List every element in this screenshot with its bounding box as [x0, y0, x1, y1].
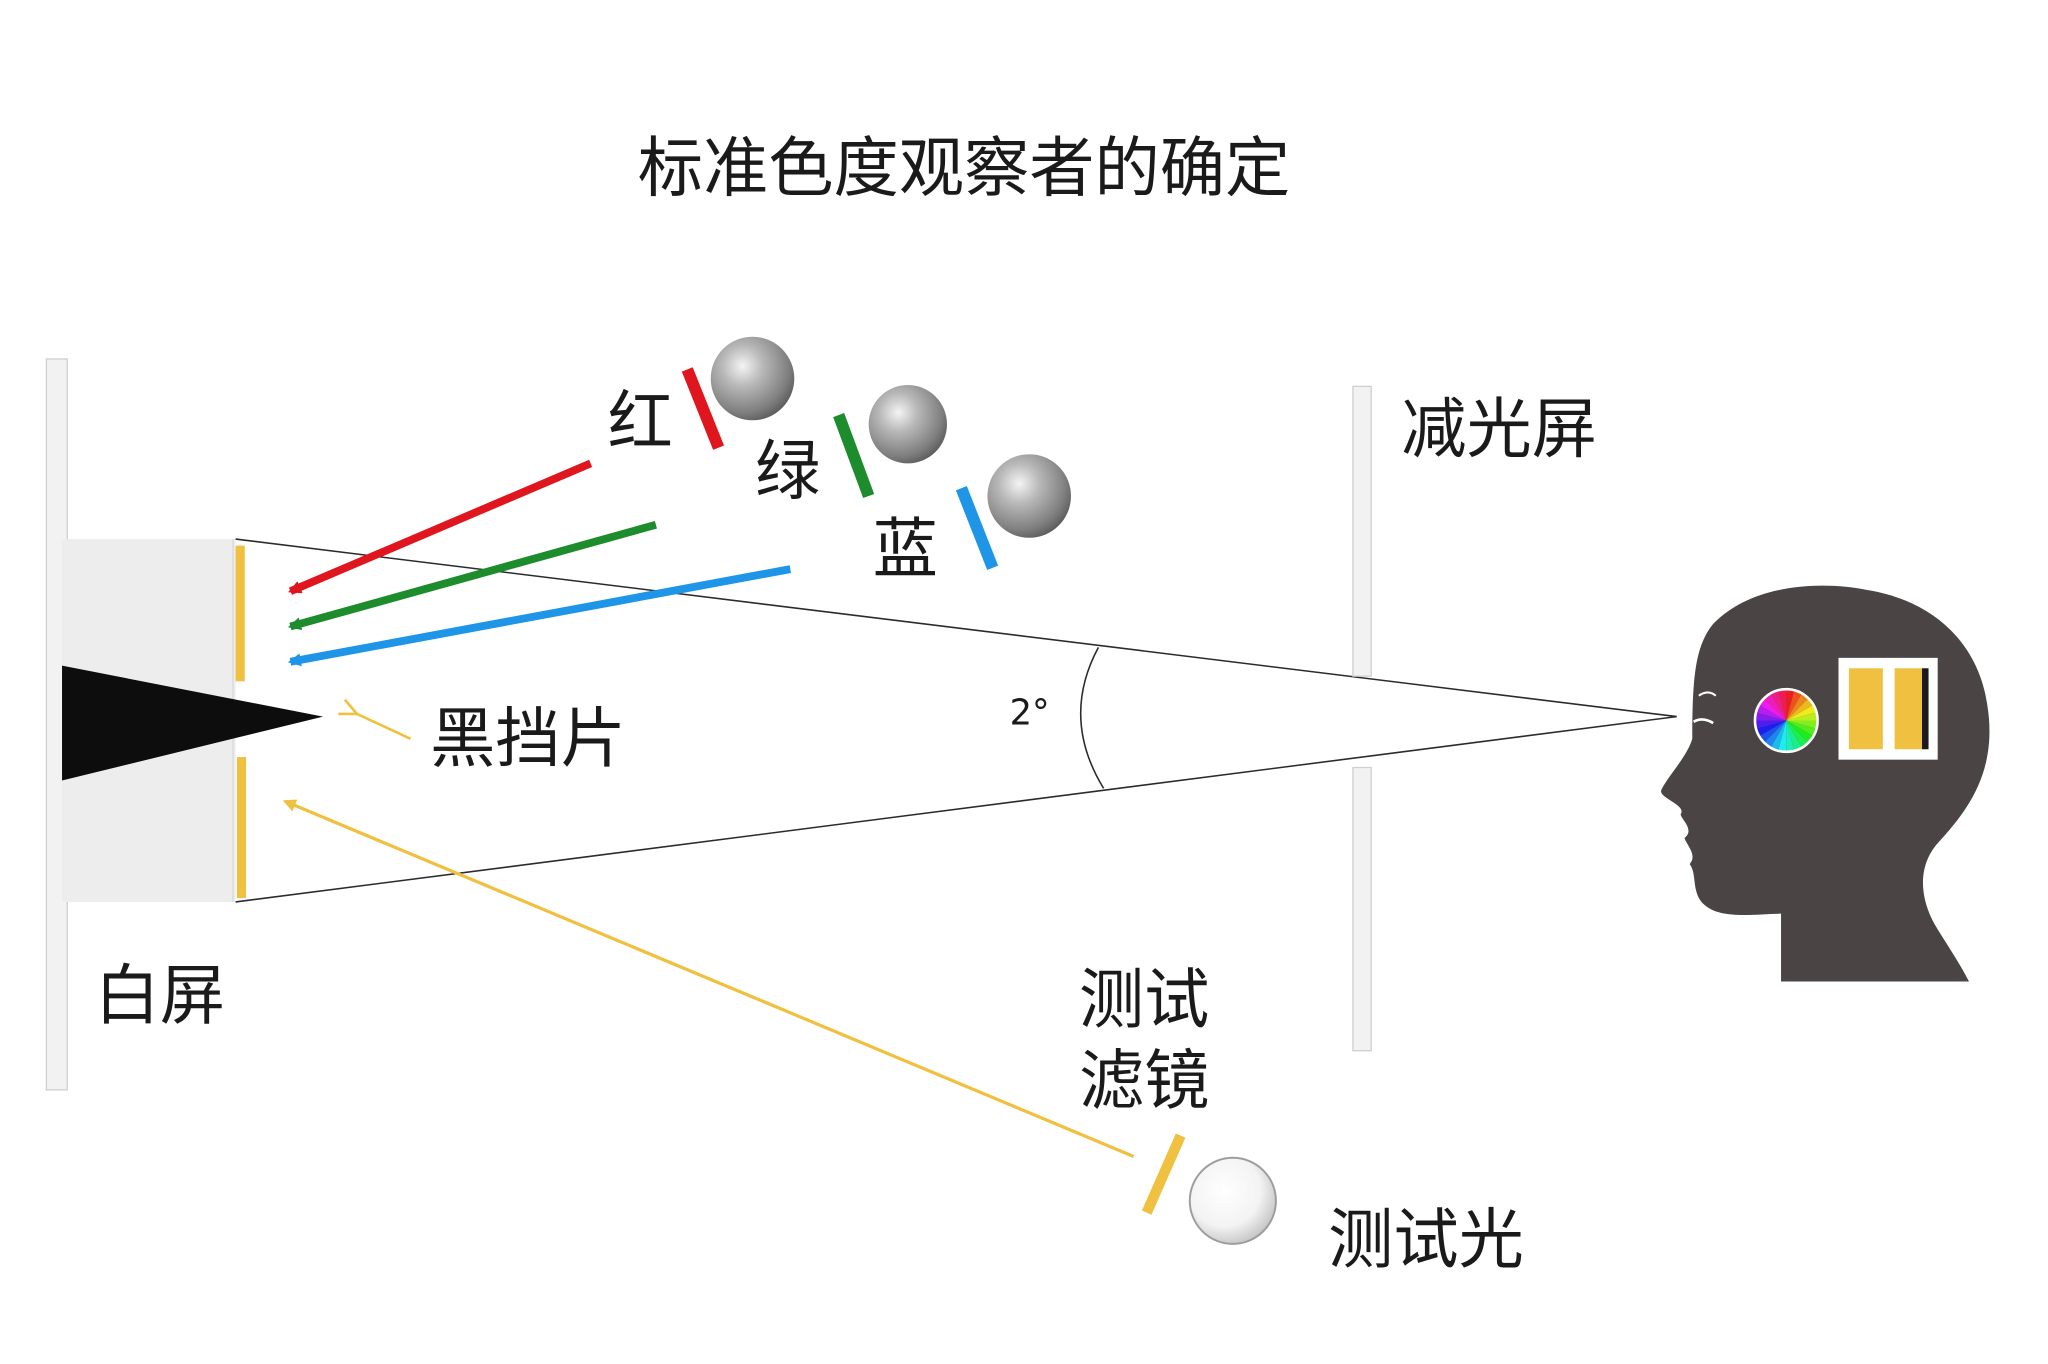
green-filter [833, 413, 875, 499]
black-shield [62, 665, 324, 781]
split-field-patch [1838, 657, 1938, 760]
green-light-arrow [287, 520, 657, 631]
test-lamp-icon [1188, 1156, 1277, 1245]
red-lamp-icon [710, 336, 795, 421]
green-label: 绿 [755, 433, 820, 509]
diagram-title: 标准色度观察者的确定 [638, 131, 1291, 207]
human-head-profile-icon [1660, 585, 1990, 982]
upper-field-bar [235, 545, 245, 682]
reduction-screen-label: 减光屏 [1401, 392, 1597, 468]
reduction-screen [1352, 385, 1372, 1052]
blue-label: 蓝 [873, 512, 938, 588]
test-filter [1141, 1133, 1186, 1215]
red-filter [681, 367, 725, 450]
black-shield-label: 黑挡片 [430, 701, 626, 777]
black-shield-pointer [357, 714, 412, 740]
test-filter-label-line1: 测试 [1079, 962, 1210, 1038]
test-light-arrow [282, 799, 1135, 1158]
blue-filter [955, 486, 999, 570]
blue-lamp-icon [987, 454, 1071, 538]
red-label: 红 [608, 384, 673, 460]
test-light-label: 测试光 [1328, 1202, 1524, 1278]
angle-label: 2° [1010, 692, 1050, 733]
green-lamp-icon [868, 385, 947, 464]
red-light-arrow [288, 459, 593, 595]
blue-light-arrow [287, 565, 792, 667]
test-filter-label-line2: 滤镜 [1079, 1043, 1210, 1119]
white-screen-label: 白屏 [95, 958, 225, 1034]
color-wheel-icon [1753, 687, 1819, 754]
viewing-cone [235, 538, 1677, 903]
lower-field-bar [236, 757, 247, 899]
